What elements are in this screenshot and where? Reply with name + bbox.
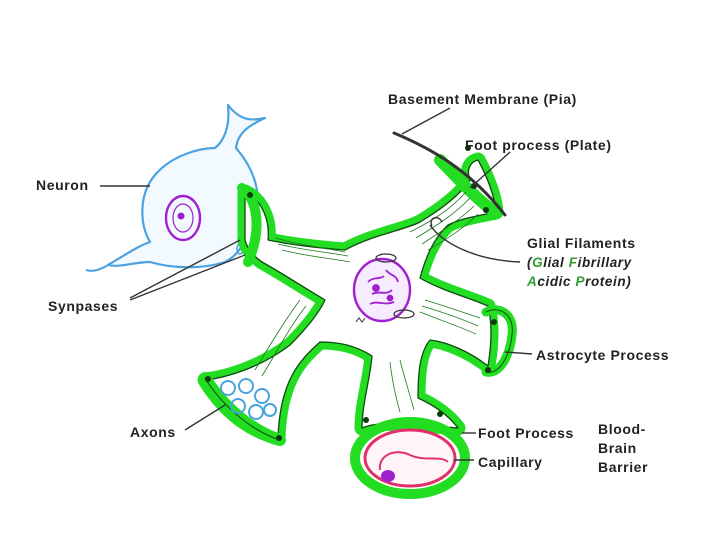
gfap-paren: ( [527,255,533,270]
neuron-nucleus [164,194,202,242]
gfap-lial: lial [543,255,569,270]
label-bbb-line2: Brain [598,440,637,456]
axon [248,404,264,420]
erythrocyte [381,470,395,482]
label-foot-process: Foot Process [478,425,574,441]
capillary-foot-process [350,417,470,499]
endothelial-cell [378,451,449,471]
neuron-nucleolus [177,212,185,220]
gfap-letter-g: G [532,255,543,270]
mitochondrion [375,253,397,263]
glial-filaments [254,191,481,413]
label-synapses: Synpases [48,298,118,314]
gfap-letter-f: F [569,255,578,270]
axon [230,398,246,414]
label-glial-filaments: Glial Filaments [527,235,636,251]
astrocyte-cytoplasm [205,160,496,438]
label-bbb-line1: Blood- [598,421,646,437]
capillary-wall [363,428,457,488]
label-neuron: Neuron [36,177,89,193]
chromatin [367,269,399,305]
astrocyte-nucleus [352,257,412,323]
axon-foot-process-edge [204,377,281,441]
label-basement-membrane: Basement Membrane (Pia) [388,91,577,107]
basement-membrane-line [392,131,507,217]
foot-process-plate [434,154,498,216]
mitochondrion [393,309,415,319]
label-bbb-line3: Barrier [598,459,648,475]
label-gfap-line2: Acidic Protein) [526,274,631,289]
axon [254,388,270,404]
pointer-lines [100,107,533,461]
astrocyte-process-loop-edge [485,309,513,373]
neuron-dendrite [85,264,109,272]
axon [238,378,254,394]
astrocyte-edge [204,159,497,439]
label-capillary: Capillary [478,454,543,470]
astrocyte [197,145,517,446]
gfap-letter-a: A [526,274,537,289]
neuron-foot-wrap [237,183,262,267]
golgi [355,317,366,323]
gfap-rotein: rotein) [585,274,631,289]
gfap-letter-p: P [575,274,585,289]
gfap-cidic: cidic [537,274,575,289]
neuron-nucleus-inner [172,203,194,233]
label-axons: Axons [130,424,176,440]
neuron-body [106,103,267,269]
axons [220,378,277,420]
axon [220,380,236,396]
label-astrocyte-process: Astrocyte Process [536,347,669,363]
capillary [350,417,470,499]
label-foot-process-plate: Foot process (Plate) [465,137,612,153]
label-gfap-line1: (Glial Fibrillary [527,255,633,270]
axon [263,403,277,417]
gfap-ibrillary: ibrillary [578,255,633,270]
